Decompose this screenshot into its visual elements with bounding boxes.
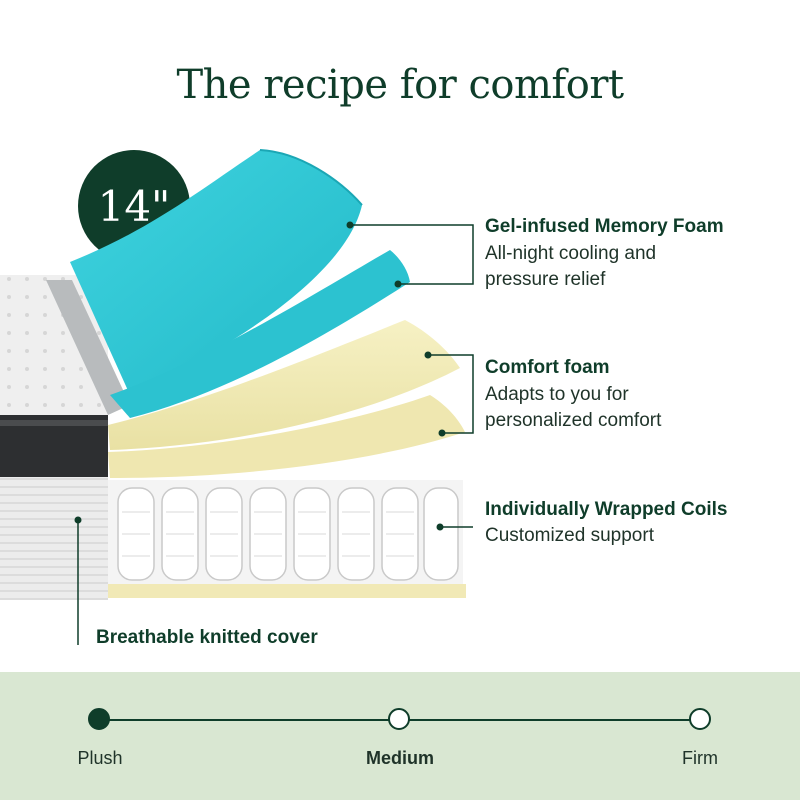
firmness-dot-firm — [689, 708, 711, 730]
callout-lines — [77, 224, 474, 645]
layer-description-comfort-foam: Adapts to you for personalized comfort — [485, 384, 662, 431]
mattress-layers-illustration — [0, 149, 474, 645]
firmness-scale: Plush Medium Firm — [0, 672, 800, 800]
comfort-foam-layer — [108, 320, 465, 478]
page-title: The recipe for comfort — [176, 62, 624, 108]
cover-label: Breathable knitted cover — [96, 627, 318, 648]
firmness-label-firm: Firm — [682, 748, 718, 768]
firmness-label-medium: Medium — [365, 748, 434, 768]
coils-layer — [108, 480, 466, 598]
firmness-dot-plush — [88, 708, 110, 730]
gel-foam-layer — [70, 149, 410, 418]
firmness-dot-medium — [388, 708, 410, 730]
firmness-label-plush: Plush — [77, 748, 123, 768]
layer-name-comfort-foam: Comfort foam — [485, 357, 610, 378]
layer-name-wrapped-coils: Individually Wrapped Coils — [485, 499, 728, 520]
layer-description-gel-memory-foam: All-night cooling and pressure relief — [485, 243, 657, 290]
layer-name-gel-memory-foam: Gel-infused Memory Foam — [485, 216, 724, 237]
layer-description-wrapped-coils: Customized support — [485, 525, 654, 546]
